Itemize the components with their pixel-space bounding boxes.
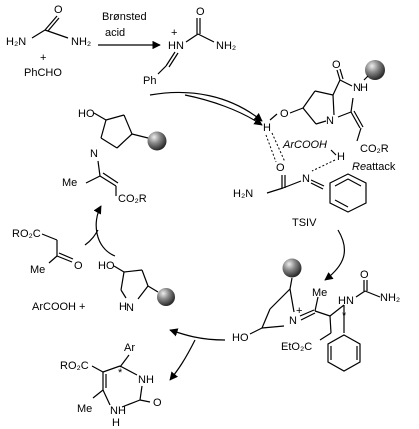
released-arcooh-label: ArCOOH + [32, 301, 85, 313]
solid-support-bead [282, 258, 302, 278]
tsiv-co2r-label: CO₂R [360, 143, 389, 155]
solid-support-bead [365, 60, 385, 80]
released-catalyst-structure: HO ArCOOH + N H [32, 260, 175, 314]
tsiv-amide-o: O [332, 59, 341, 71]
urea-structure: H₂N NH₂ O [6, 4, 91, 48]
released-h-label: H [119, 301, 127, 313]
adduct-nh2-label: NH₂ [380, 292, 400, 304]
ketoester-o-label: O [74, 260, 83, 272]
ketoester-me-label: Me [30, 264, 45, 276]
tsiv-urea-o: O [276, 162, 285, 174]
dhpm-star: * [118, 367, 123, 379]
released-ho-label: HO [98, 260, 115, 272]
plus-sign: + [40, 52, 46, 64]
reagent-line2: acid [105, 27, 125, 39]
iminium-adduct-structure: HO N + Me HN NH₂ O * EtO₂C [232, 258, 400, 372]
iminium-o-label: O [196, 6, 205, 18]
tsiv-imine-n: N [302, 173, 310, 185]
enamine-co2r-label: CO₂R [118, 193, 147, 205]
enamine-me-label: Me [62, 177, 77, 189]
solid-support-bead [147, 131, 167, 151]
adduct-plus: + [296, 305, 302, 317]
iminium-hn-label: HN [168, 40, 184, 52]
solid-support-bead [157, 288, 175, 306]
tsiv-ring-h: H [337, 151, 345, 163]
benzaldehyde-label: PhCHO [24, 67, 62, 79]
tsiv-n-label: N [326, 115, 334, 127]
dhpm-ro2c-label: RO₂C [60, 360, 89, 372]
tsiv-label: TSIV [292, 217, 317, 229]
arrow-to-product [169, 339, 196, 381]
dhpm-nh-top-label: NH [138, 374, 154, 386]
urea-nh2-label: NH₂ [71, 36, 91, 48]
arrow-ts-to-adduct [324, 229, 346, 281]
iminium-ph-label: Ph [143, 75, 156, 87]
tsiv-o-label: O [280, 108, 289, 120]
dhpm-o-label: O [153, 397, 162, 409]
dhpm-me-label: Me [77, 403, 92, 415]
dhpm-h-label: H [112, 417, 120, 429]
adduct-eto2c-label: EtO₂C [281, 341, 312, 353]
adduct-n-label: N [289, 315, 297, 327]
urea-o-label: O [54, 4, 63, 16]
ketoester-ro2c-label: RO₂C [12, 228, 41, 240]
tsiv-re-label: Re [352, 161, 366, 173]
dhpm-ar-label: Ar [124, 342, 135, 354]
released-n-label: N [126, 302, 134, 314]
tsiv-h2n-label: H₂N [233, 188, 253, 200]
acyliminium-structure: + HN NH₂ O Ph [143, 6, 236, 87]
tsiv-attack-label: attack [366, 161, 396, 173]
adduct-o-label: O [360, 269, 369, 281]
enamine-n-label: N [90, 148, 98, 160]
adduct-me-label: Me [312, 287, 327, 299]
dhpm-product-structure: RO₂C Ar NH O NH H Me * [60, 342, 162, 429]
enamine-catalyst-structure: HO N Me CO₂R [62, 108, 167, 205]
arrow-enamine-to-ts [149, 91, 263, 122]
iminium-nh2-label: NH₂ [216, 40, 236, 52]
dhpm-nh-bottom-label: NH [110, 405, 126, 417]
tsiv-amide-nh: N [353, 82, 361, 94]
tsiv-arcooh-label: ArCOOH [282, 139, 327, 151]
reagent-line1: Brønsted [102, 11, 147, 23]
tsiv-amide-h: H [360, 82, 368, 94]
arrow-ketoester-entry [84, 229, 99, 246]
tsiv-oh-h: H [263, 122, 271, 134]
tsiv-structure: N H O N O H CO₂R Re attack ArCOOH H [233, 59, 396, 229]
arrow-adduct-to-catalyst [169, 328, 226, 341]
arrow-catalyst-to-enamine [93, 205, 116, 257]
adduct-ho-label: HO [232, 332, 249, 344]
iminium-plus: + [171, 27, 177, 39]
urea-h2n-label: H₂N [6, 36, 26, 48]
adduct-hn-label: HN [338, 295, 354, 307]
ketoester-structure: RO₂C Me O [12, 228, 83, 276]
enamine-ho-label: HO [78, 108, 95, 120]
